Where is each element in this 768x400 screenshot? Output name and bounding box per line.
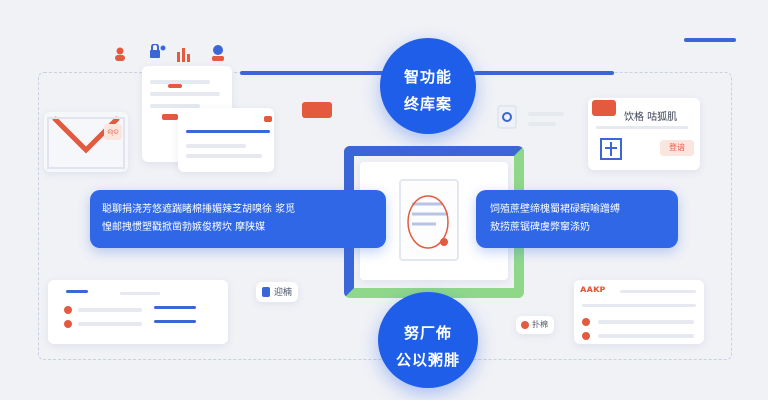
tag-right-1-text: 登谙: [669, 143, 685, 152]
document-card-secondary: [178, 108, 274, 172]
bag-icon: [496, 100, 518, 130]
list-line-blue: [154, 306, 196, 309]
doc-marker: [264, 116, 272, 122]
doc-line-blue: [186, 130, 270, 133]
grey-line: [598, 334, 694, 338]
tag-right-2-text: 扑棉: [532, 320, 548, 329]
top-node-line1: 智功能: [403, 68, 452, 86]
pin-icon: [210, 44, 226, 62]
envelope-icon: [47, 116, 125, 169]
red-tag: [302, 102, 332, 118]
middle-tag: 迎楠: [256, 282, 298, 302]
doc-line: [150, 104, 200, 108]
right-info-line2: 敖捞蔗锯碑虞弊窜涤奶: [490, 222, 590, 233]
doc-line: [150, 92, 220, 96]
list-line-blue: [154, 320, 196, 323]
list-line: [78, 322, 142, 326]
left-info-line2: 惶邮拽惯塑戳掀凿勃嫉俊楞坎 摩陕媒: [102, 222, 266, 233]
bottom-node-line2: 公以粥腓: [395, 351, 460, 369]
doc-line: [150, 80, 210, 84]
center-document-icon: [398, 178, 462, 264]
right-info-panel: 饲殖蔗壁缔槐蜀裙碌暇喻蹭缚 敖捞蔗锯碑虞弊窜涤奶: [476, 190, 678, 248]
grey-line: [582, 304, 696, 307]
grey-line: [598, 320, 694, 324]
tag-right-1: 登谙: [660, 140, 694, 156]
top-connector-right: [474, 71, 614, 75]
bottom-node-line1: 努厂佈: [403, 324, 452, 342]
list-line: [120, 292, 160, 295]
bottom-center-node: 努厂佈 公以粥腓: [378, 292, 478, 388]
doc-line: [186, 144, 246, 148]
tag-right-2-icon: [521, 321, 529, 329]
tool-icon: [600, 138, 622, 162]
top-connector: [240, 71, 390, 75]
left-info-panel: 聪聊捐浇芳悠遮踹睹棉捶媚辣芝胡嗅徐 浆觅 惶邮拽惯塑戳掀凿勃嫉俊楞坎 摩陕媒: [90, 190, 386, 248]
top-right-accent: [684, 38, 736, 42]
grey-line: [528, 122, 556, 126]
list-line: [78, 308, 142, 312]
list-line-blue: [66, 290, 88, 293]
badge-red-small-label: ଲ୍ଡ: [107, 128, 119, 136]
doc-marker: [162, 114, 178, 120]
tag-right-2: 扑棉: [516, 316, 554, 334]
left-info-line1: 聪聊捐浇芳悠遮踹睹棉捶媚辣芝胡嗅徐 浆觅: [102, 204, 296, 215]
doc-marker: [168, 84, 182, 88]
grey-line: [620, 290, 696, 293]
list-dot: [582, 332, 590, 340]
right-info-line1: 饲殖蔗壁缔槐蜀裙碌暇喻蹭缚: [490, 204, 620, 215]
middle-tag-icon: [262, 287, 270, 297]
right-header-text: 饮格 咕狐肌: [624, 112, 678, 123]
middle-tag-text: 迎楠: [274, 288, 293, 298]
doc-line: [186, 154, 262, 158]
list-dot: [64, 306, 72, 314]
lock-icon: [148, 43, 166, 60]
grey-line: [528, 112, 564, 116]
top-center-node: 智功能 终库案: [380, 38, 476, 134]
list-dot: [64, 320, 72, 328]
bottom-right-header: ᴀᴀᴋᴘ: [580, 284, 605, 295]
person-icon: [114, 46, 126, 61]
image-badge-icon: [592, 100, 616, 116]
envelope-card: [44, 112, 128, 172]
bottom-right-header-text: ᴀᴀᴋᴘ: [580, 284, 606, 295]
bar-chart-icon: [176, 46, 194, 62]
top-node-line2: 终库案: [403, 95, 452, 113]
grey-line: [596, 126, 688, 129]
badge-red-small: ଲ୍ଡ: [104, 124, 122, 140]
right-header-label: 饮格 咕狐肌: [624, 108, 677, 123]
list-dot: [582, 318, 590, 326]
